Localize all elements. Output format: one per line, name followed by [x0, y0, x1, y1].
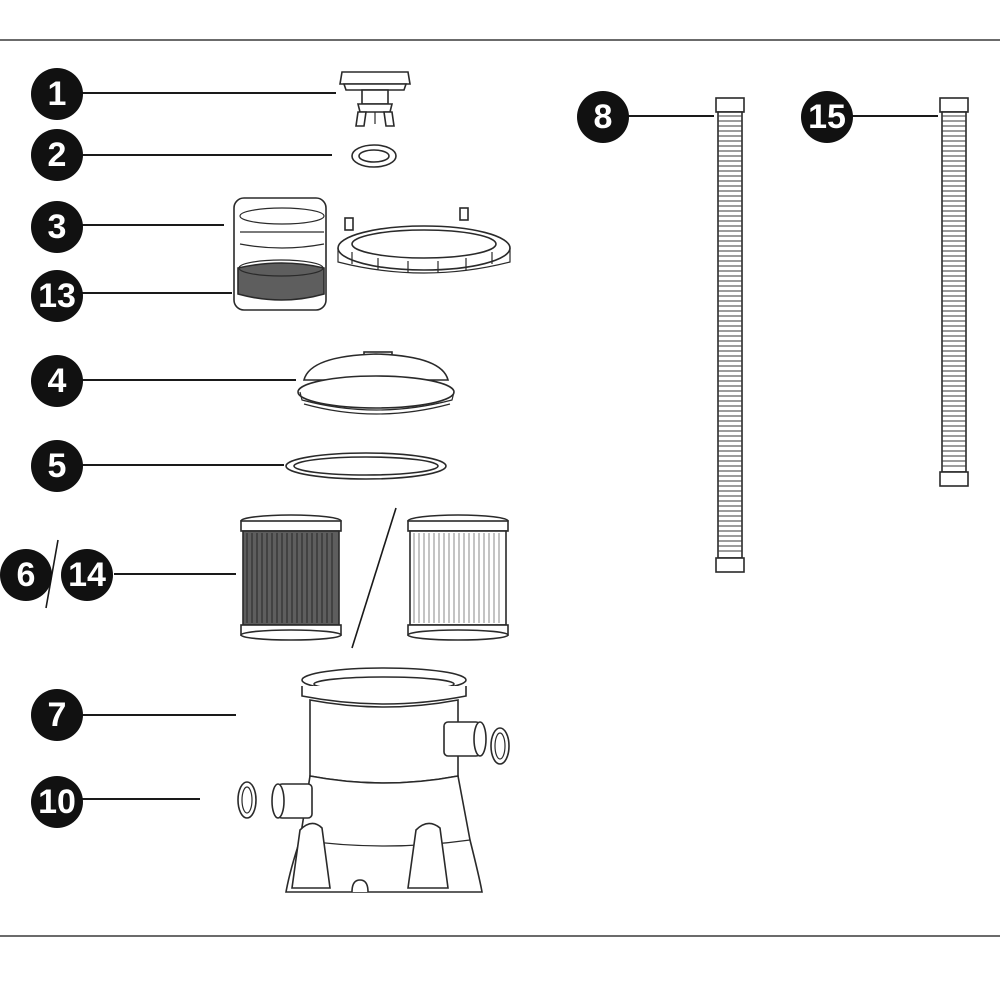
callout-13: 13 [31, 270, 83, 322]
callout-8: 8 [577, 91, 629, 143]
callout-14-label: 14 [68, 556, 106, 594]
callout-divider [45, 539, 59, 609]
part-5-o-ring-seal [285, 452, 447, 480]
part-4-filter-cover [297, 351, 455, 415]
callout-8-label: 8 [594, 98, 613, 136]
callout-15-label: 15 [808, 98, 846, 136]
callout-10-label: 10 [38, 783, 76, 821]
part-15-hose [939, 97, 969, 487]
callout-5: 5 [31, 440, 83, 492]
part-2-o-ring [351, 144, 397, 168]
callout-5-label: 5 [48, 447, 67, 485]
callout-1-label: 1 [48, 75, 67, 113]
callout-15: 15 [801, 91, 853, 143]
callout-1: 1 [31, 68, 83, 120]
callout-6-label: 6 [17, 556, 36, 594]
part-10-inlet-port [237, 781, 313, 819]
part-8-hose [715, 97, 745, 573]
callout-2: 2 [31, 129, 83, 181]
callout-4-label: 4 [48, 362, 67, 400]
callout-7-label: 7 [48, 696, 67, 734]
part-7-pump-housing [285, 667, 510, 893]
callout-2-label: 2 [48, 136, 67, 174]
callout-4: 4 [31, 355, 83, 407]
callout-13-label: 13 [38, 277, 76, 315]
callout-7: 7 [31, 689, 83, 741]
variant-divider [351, 507, 397, 649]
callout-14: 14 [61, 549, 113, 601]
part-6-filter-cartridge-dark [240, 514, 342, 641]
callout-3-label: 3 [48, 208, 67, 246]
callout-3: 3 [31, 201, 83, 253]
callout-6: 6 [0, 549, 52, 601]
part-1-air-release-valve [339, 71, 411, 127]
part-3-13-lock-ring [233, 197, 511, 311]
callout-10: 10 [31, 776, 83, 828]
part-14-filter-cartridge-light [407, 514, 509, 641]
